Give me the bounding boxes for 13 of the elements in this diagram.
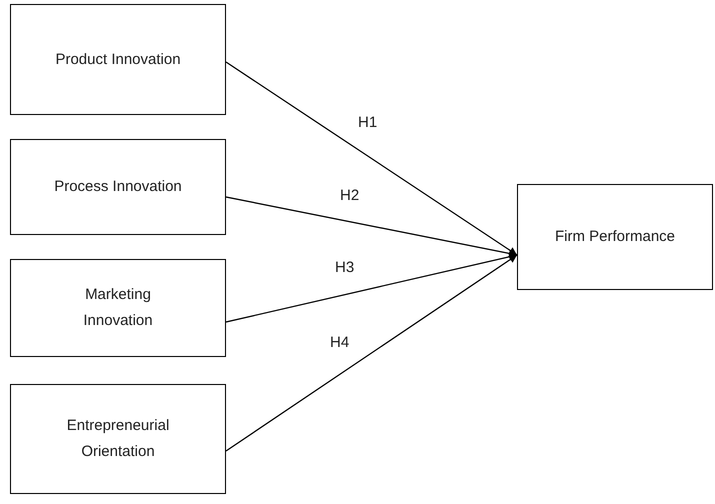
concept-box	[10, 259, 226, 357]
node-label: Product Innovation	[55, 50, 181, 70]
node-label: Process Innovation	[54, 177, 182, 197]
arrow	[226, 196, 518, 258]
concept-box	[10, 4, 226, 115]
node-label: Entrepreneurial Orientation	[66, 416, 170, 462]
arrow	[226, 62, 518, 256]
concept-box	[517, 184, 713, 290]
concept-box	[10, 139, 226, 235]
arrow	[226, 254, 518, 452]
node-label: Marketing Innovation	[82, 285, 154, 331]
concept-box	[10, 384, 226, 494]
node-label: Firm Performance	[554, 227, 676, 247]
